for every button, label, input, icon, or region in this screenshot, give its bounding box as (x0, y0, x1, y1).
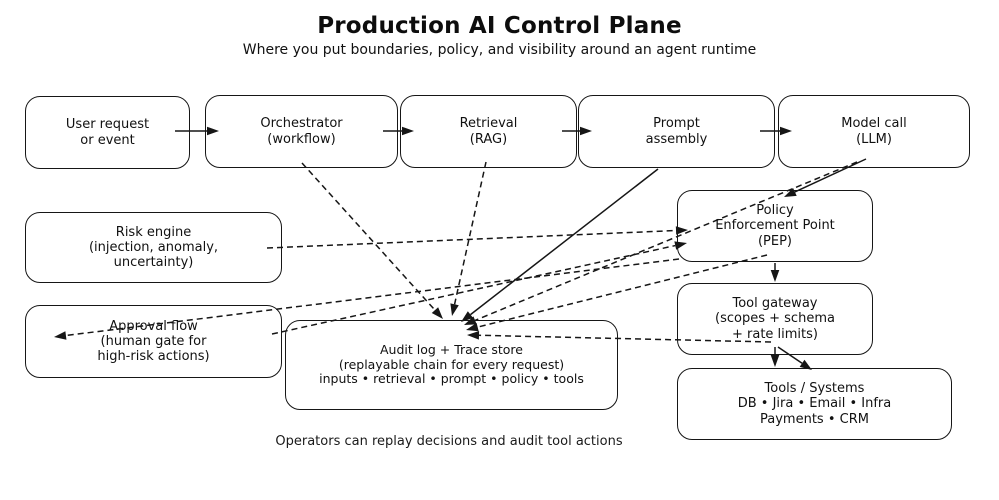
node-risk-engine: Risk engine (injection, anomaly, uncerta… (25, 212, 282, 283)
node-approval-flow-label: Approval flow (human gate for high-risk … (97, 318, 210, 365)
node-model-call: Model call (LLM) (778, 95, 970, 168)
node-policy-enforcement-point: Policy Enforcement Point (PEP) (677, 190, 873, 262)
node-retrieval: Retrieval (RAG) (400, 95, 577, 168)
node-approval-flow: Approval flow (human gate for high-risk … (25, 305, 282, 378)
node-prompt-assembly: Prompt assembly (578, 95, 775, 168)
page-subtitle: Where you put boundaries, policy, and vi… (242, 42, 757, 58)
node-audit-log-label: Audit log + Trace store (replayable chai… (319, 341, 584, 387)
node-orchestrator: Orchestrator (workflow) (205, 95, 398, 168)
footer-caption: Operators can replay decisions and audit… (275, 434, 623, 449)
node-tool-gateway: Tool gateway (scopes + schema + rate lim… (677, 283, 873, 355)
node-model-call-label: Model call (LLM) (841, 116, 907, 147)
node-pep-label: Policy Enforcement Point (PEP) (715, 203, 835, 249)
node-risk-engine-label: Risk engine (injection, anomaly, uncerta… (88, 224, 219, 271)
node-tools-systems: Tools / Systems DB • Jira • Email • Infr… (677, 368, 952, 440)
node-tools-systems-label: Tools / Systems DB • Jira • Email • Infr… (737, 381, 892, 427)
page-title: Production AI Control Plane (317, 13, 682, 39)
node-orchestrator-label: Orchestrator (workflow) (260, 116, 343, 147)
node-audit-log: Audit log + Trace store (replayable chai… (285, 320, 618, 410)
node-retrieval-label: Retrieval (RAG) (459, 116, 518, 147)
node-user-request-label: User request or event (65, 117, 150, 148)
node-prompt-assembly-label: Prompt assembly (645, 116, 708, 147)
node-tool-gateway-label: Tool gateway (scopes + schema + rate lim… (715, 296, 835, 342)
node-user-request: User request or event (25, 96, 190, 169)
